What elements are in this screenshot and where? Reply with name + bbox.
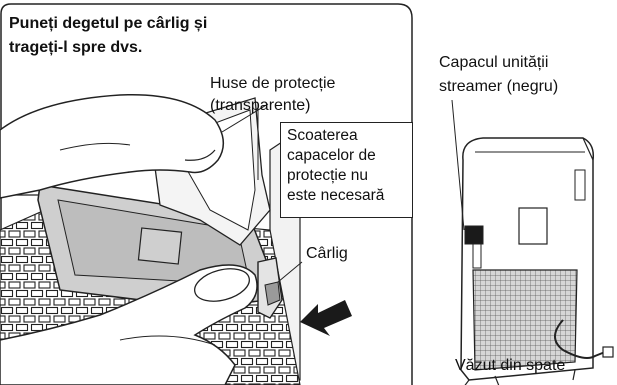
rear-grille-small [472, 269, 578, 371]
note-line: Scoaterea [287, 127, 358, 144]
upper-hand [0, 93, 224, 199]
note-box: Scoaterea capacelor de protecție nu este… [280, 122, 413, 218]
instruction-line-1: Puneți degetul pe cârlig și [9, 15, 208, 32]
label-hook: Cârlig [306, 245, 348, 262]
note-line: este necesară [287, 187, 385, 204]
label-streamer-line-1: Capacul unității [439, 54, 549, 71]
pull-arrow [300, 300, 352, 336]
rear-view-unit [460, 137, 614, 385]
label-covers-line-2: (transparente) [210, 97, 311, 114]
label-covers-line-1: Huse de protecție [210, 75, 336, 92]
note-line: protecție nu [287, 167, 368, 184]
power-cord [554, 319, 606, 359]
note-line: capacelor de [287, 147, 376, 164]
instruction-line-2: trageți-l spre dvs. [9, 39, 143, 56]
label-streamer-line-2: streamer (negru) [439, 78, 559, 95]
label-rear-view: Văzut din spate [455, 357, 566, 374]
lower-hand [0, 264, 258, 385]
